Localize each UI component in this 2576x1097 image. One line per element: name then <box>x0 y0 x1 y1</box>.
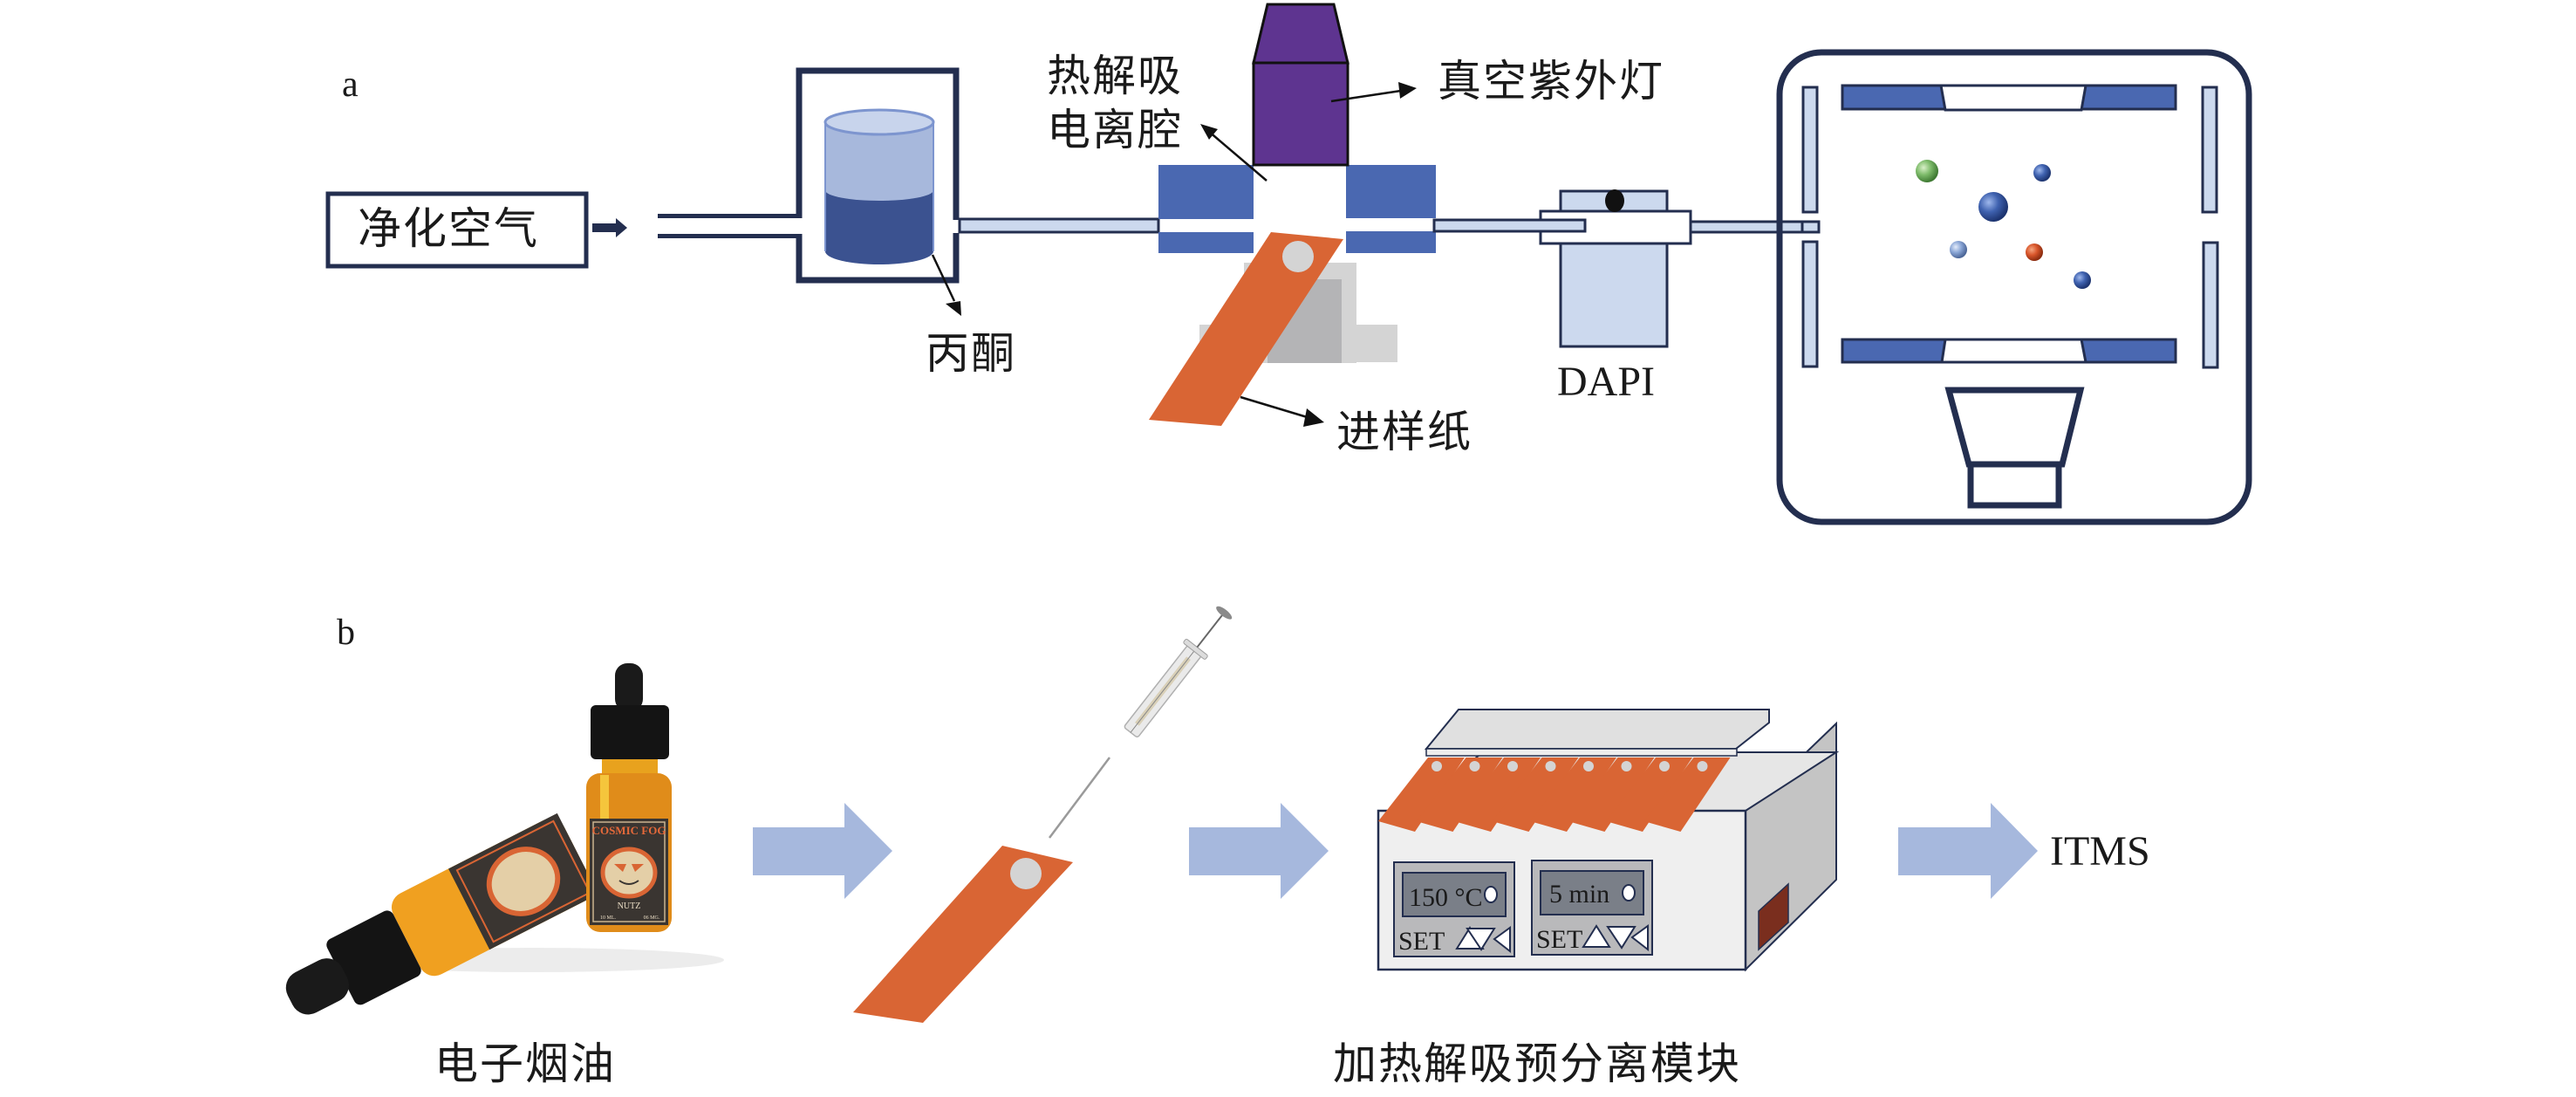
ion <box>1950 241 1967 258</box>
strip-sample-spot <box>1621 761 1632 771</box>
strip-sample-spot <box>1545 761 1556 771</box>
ion <box>2074 271 2091 289</box>
module-strip <box>1416 758 1503 832</box>
time-display: 5 min <box>1549 880 1609 908</box>
uv-lamp-label: 真空紫外灯 <box>1438 56 1664 106</box>
flow-arrow-2-icon <box>1189 803 1329 899</box>
microsyringe <box>1049 606 1233 839</box>
ion <box>1978 192 2008 222</box>
upright-bottle <box>586 663 672 932</box>
dapi-valve <box>1432 189 1692 348</box>
strip-sample-spot <box>1697 761 1708 771</box>
flow-arrow-3-icon <box>1898 803 2038 899</box>
lamp-pointer-arrow <box>1330 82 1417 103</box>
down-triangle-icon[interactable] <box>1606 926 1636 950</box>
desorption-ionization-chamber <box>1158 165 1436 253</box>
spotted-sample-strip <box>853 846 1073 1023</box>
module-strip <box>1530 758 1616 832</box>
strip-sample-spot <box>1507 761 1518 771</box>
temp-control-buttons <box>1455 926 1511 954</box>
module-label: 加热解吸预分离模块 <box>1333 1039 1741 1089</box>
temp-set-label: SET <box>1398 927 1445 956</box>
temperature-controller <box>1393 861 1515 957</box>
eliquid-bottles-photo <box>285 663 724 1015</box>
strip-sample-spot <box>1469 761 1480 771</box>
module-strip <box>1568 758 1655 832</box>
ion <box>2033 164 2051 182</box>
module-strip <box>1606 758 1692 832</box>
time-indicator-icon <box>1622 884 1636 902</box>
acetone-pointer-arrow <box>931 254 961 316</box>
flow-arrow-1-icon <box>753 803 892 899</box>
sample-paper-label: 进样纸 <box>1336 407 1472 457</box>
air-flow-arrow-icon <box>592 218 627 237</box>
ion <box>1916 160 1938 182</box>
panel-b-letter: b <box>337 613 355 653</box>
transfer-tube <box>958 217 1160 234</box>
down-triangle-icon[interactable] <box>1466 928 1496 951</box>
left-triangle-icon[interactable] <box>1630 924 1649 952</box>
module-strip <box>1492 758 1579 832</box>
left-triangle-icon[interactable] <box>1493 926 1511 954</box>
bottle-strength-text: 06 MG. <box>644 915 660 921</box>
acetone-label: 丙酮 <box>926 328 1016 379</box>
panel-a-letter: a <box>342 65 359 105</box>
time-set-label: SET <box>1536 925 1582 954</box>
eliquid-label: 电子烟油 <box>434 1039 616 1089</box>
sample-paper-strip <box>1149 232 1343 426</box>
bottle-volume-text: 10 ML. <box>600 915 617 921</box>
purified-air-label: 净化空气 <box>358 203 539 254</box>
ion <box>2026 243 2043 261</box>
dapi-label: DAPI <box>1557 359 1656 405</box>
vacuum-uv-lamp <box>1252 3 1349 167</box>
time-control-buttons <box>1582 924 1649 952</box>
module-strip <box>1378 758 1465 832</box>
inlet-tube <box>658 214 797 238</box>
chamber-label-line1: 热解吸 <box>1047 51 1183 101</box>
strip-sample-spot <box>1583 761 1594 771</box>
time-controller <box>1531 860 1653 956</box>
up-triangle-icon[interactable] <box>1582 924 1611 948</box>
temperature-indicator-icon <box>1484 886 1498 903</box>
paper-pointer-arrow <box>1240 395 1324 427</box>
module-sample-strips <box>1378 758 1731 832</box>
ions <box>1916 160 2091 289</box>
itms-label: ITMS <box>2050 828 2150 874</box>
chamber-pointer-arrow <box>1200 124 1268 182</box>
module-strip <box>1454 758 1541 832</box>
purified-air-box <box>325 191 589 269</box>
chamber-label-line2: 电离腔 <box>1047 105 1183 155</box>
ion-trap-mass-analyzer <box>1776 49 2252 525</box>
bottle-brand-text: COSMIC FOG <box>592 824 666 837</box>
temperature-display: 150 °C <box>1409 883 1483 912</box>
module-strip <box>1643 758 1731 832</box>
acetone-vessel <box>794 67 961 284</box>
trap-inlet-tube <box>1689 220 1821 234</box>
strip-sample-spot <box>1659 761 1670 771</box>
strip-sample-spot <box>1431 761 1442 771</box>
bottle-flavor-text: NUTZ <box>618 902 641 911</box>
